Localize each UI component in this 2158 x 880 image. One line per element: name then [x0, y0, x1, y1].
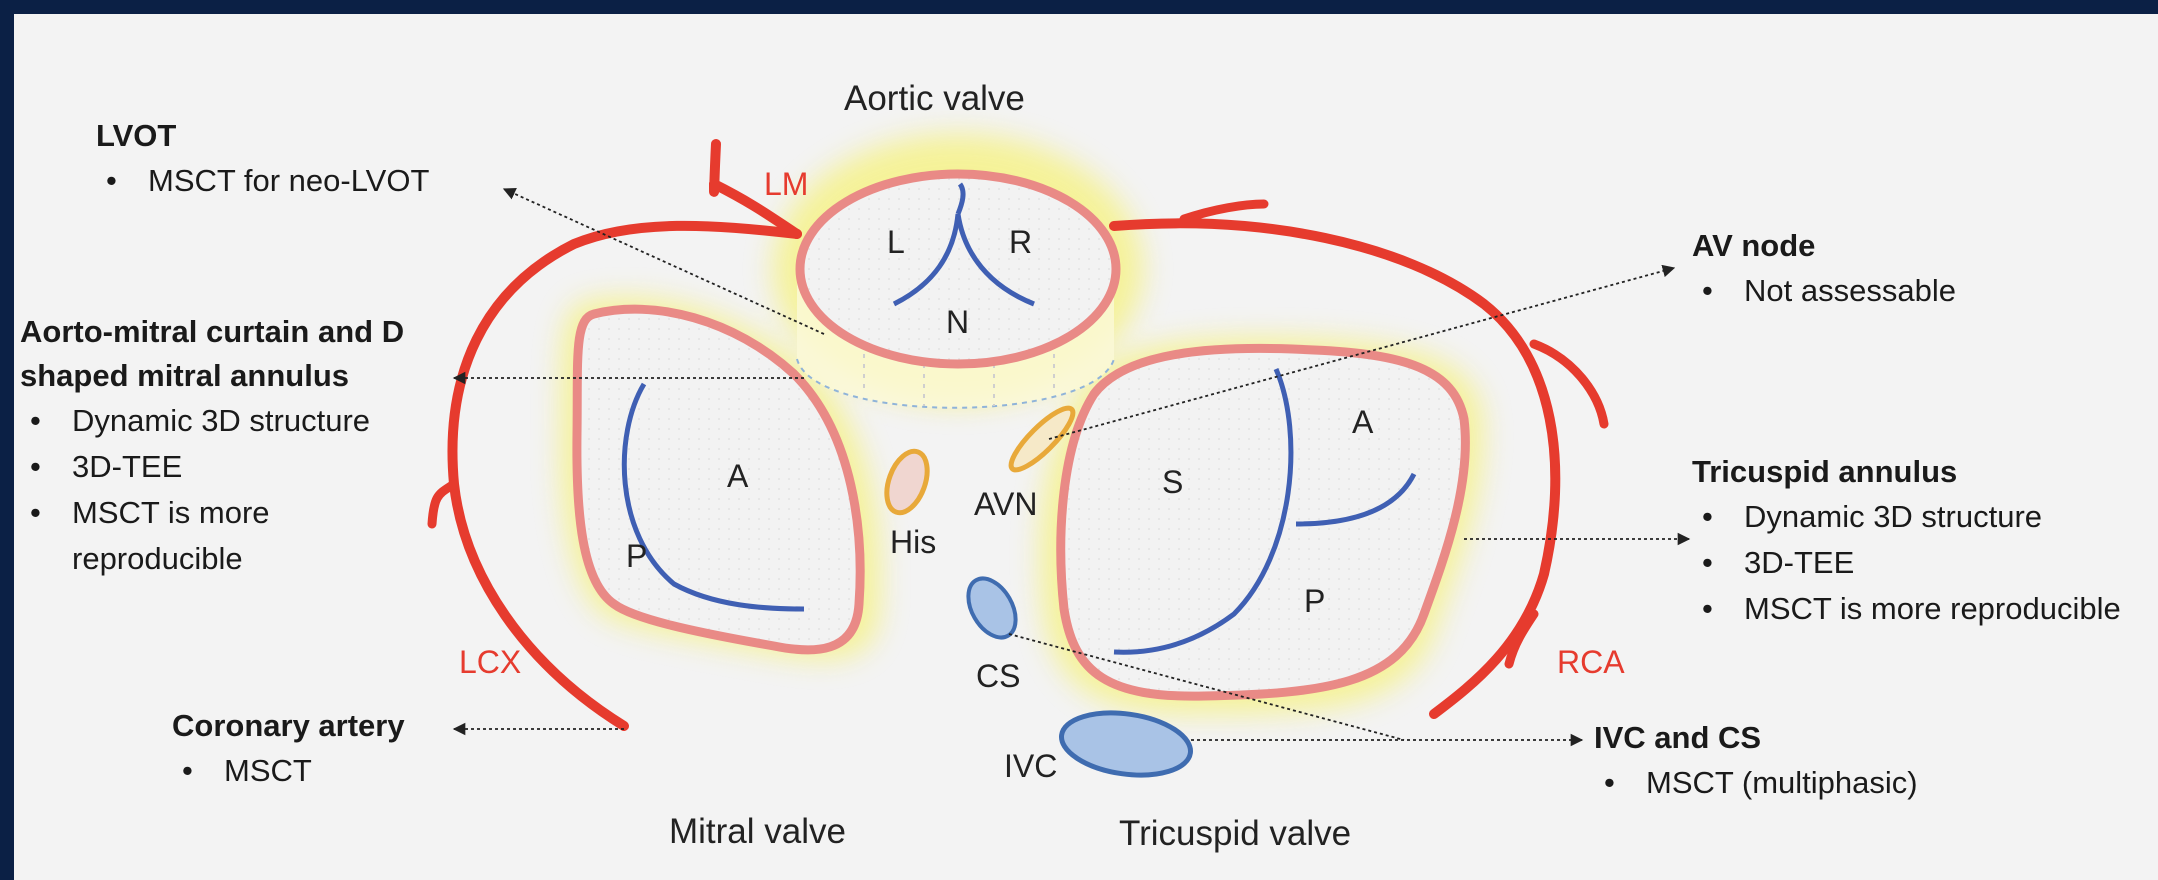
annotation-tricuspid-item: 3D-TEE — [1692, 540, 2121, 586]
tricuspid-leaflet-septal-label: S — [1162, 462, 1183, 502]
annotation-ivc-cs-item: MSCT (multiphasic) — [1594, 760, 1918, 806]
annotation-lvot: LVOT MSCT for neo-LVOT — [96, 114, 429, 204]
annotation-aorto-mitral-item: reproducible — [20, 536, 404, 582]
his-bundle — [879, 446, 935, 518]
annotation-lvot-title: LVOT — [96, 114, 429, 158]
annotation-lvot-item: MSCT for neo-LVOT — [96, 158, 429, 204]
tricuspid-leaflet-posterior-label: P — [1304, 581, 1325, 621]
annotation-lvot-list: MSCT for neo-LVOT — [96, 158, 429, 204]
annotation-aorto-mitral-title-1: Aorto-mitral curtain and D — [20, 310, 404, 354]
annotation-tricuspid-item: Dynamic 3D structure — [1692, 494, 2121, 540]
annotation-aorto-mitral-continuation: reproducible — [72, 541, 243, 576]
tricuspid-valve-title: Tricuspid valve — [1119, 814, 1351, 854]
rca-label: RCA — [1557, 642, 1625, 682]
annotation-tricuspid-item: MSCT is more reproducible — [1692, 586, 2121, 632]
annotation-aorto-mitral-list: Dynamic 3D structure 3D-TEE MSCT is more… — [20, 398, 404, 582]
inferior-vena-cava — [1057, 705, 1194, 783]
aortic-cusp-noncoronary: N — [946, 302, 969, 342]
annotation-ivc-cs-title: IVC and CS — [1594, 716, 1918, 760]
annotation-ivc-cs-list: MSCT (multiphasic) — [1594, 760, 1918, 806]
mitral-valve-title: Mitral valve — [669, 812, 846, 852]
lcx-label: LCX — [459, 642, 521, 682]
mitral-leaflet-posterior: P — [626, 536, 647, 576]
annotation-coronary-list: MSCT — [172, 748, 405, 794]
mitral-leaflet-anterior: A — [727, 456, 748, 496]
annotation-tricuspid-title: Tricuspid annulus — [1692, 450, 2121, 494]
avn-label: AVN — [974, 484, 1037, 524]
annotation-aorto-mitral-title-2: shaped mitral annulus — [20, 354, 404, 398]
annotation-aorto-mitral-item: MSCT is more — [20, 490, 404, 536]
aortic-valve-title: Aortic valve — [844, 79, 1025, 119]
tricuspid-annulus — [1061, 348, 1466, 696]
annotation-ivc-cs: IVC and CS MSCT (multiphasic) — [1594, 716, 1918, 806]
his-label: His — [890, 522, 936, 562]
rca-branch-top — [1184, 204, 1264, 219]
annotation-aorto-mitral: Aorto-mitral curtain and D shaped mitral… — [20, 310, 404, 582]
annotation-coronary-item: MSCT — [172, 748, 405, 794]
lm-label: LM — [764, 164, 808, 204]
annotation-coronary: Coronary artery MSCT — [172, 704, 405, 794]
annotation-av-node-list: Not assessable — [1692, 268, 1956, 314]
ivc-label: IVC — [1004, 746, 1057, 786]
annotation-tricuspid: Tricuspid annulus Dynamic 3D structure 3… — [1692, 450, 2121, 632]
annotation-av-node-title: AV node — [1692, 224, 1956, 268]
annotation-av-node: AV node Not assessable — [1692, 224, 1956, 314]
annotation-coronary-title: Coronary artery — [172, 704, 405, 748]
coronary-sinus — [959, 570, 1026, 645]
aortic-cusp-left: L — [887, 222, 905, 262]
aortic-cusp-right: R — [1009, 222, 1032, 262]
annotation-aorto-mitral-item: 3D-TEE — [20, 444, 404, 490]
annotation-tricuspid-list: Dynamic 3D structure 3D-TEE MSCT is more… — [1692, 494, 2121, 632]
diagram-canvas: Aortic valve Mitral valve Tricuspid valv… — [14, 14, 2158, 880]
lm-ostium — [714, 144, 716, 192]
lcx-branch — [432, 484, 454, 524]
cs-label: CS — [976, 656, 1020, 696]
tricuspid-leaflet-anterior-label: A — [1352, 402, 1373, 442]
annotation-av-node-item: Not assessable — [1692, 268, 1956, 314]
annotation-aorto-mitral-item: Dynamic 3D structure — [20, 398, 404, 444]
